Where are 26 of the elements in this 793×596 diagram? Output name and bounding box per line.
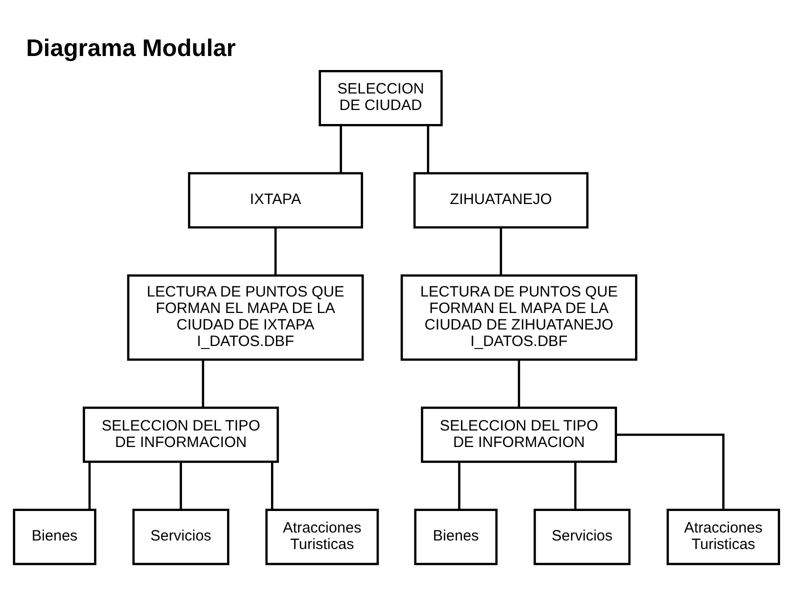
node-box: Bienes	[414, 508, 498, 566]
diagram-title: Diagrama Modular	[26, 34, 236, 62]
node-box: IXTAPA	[188, 172, 364, 228]
node-box: SELECCION DEL TIPO DE INFORMACION	[420, 406, 618, 463]
connector	[202, 360, 204, 408]
node-box: Servicios	[534, 508, 631, 566]
connector	[574, 462, 576, 510]
connector	[426, 126, 430, 173]
connector	[274, 228, 277, 276]
connector	[616, 434, 724, 510]
connector	[340, 126, 342, 173]
connector	[518, 360, 520, 408]
node-box: Atracciones Turisticas	[265, 508, 379, 566]
node-box: SELECCION DE CIUDAD	[318, 70, 443, 126]
connector	[500, 228, 502, 276]
node-box: Bienes	[12, 508, 96, 566]
connector	[271, 462, 274, 510]
connector	[180, 462, 182, 510]
node-box: Servicios	[132, 508, 230, 566]
connector	[458, 462, 460, 510]
node-box: LECTURA DE PUNTOS QUE FORMAN EL MAPA DE LA CIUDAD DE ZIHUATANEJO I_DATOS.DBF	[400, 274, 638, 361]
node-box: ZIHUATANEJO	[413, 172, 588, 228]
connector	[88, 462, 91, 510]
node-box: Atracciones Turisticas	[666, 508, 780, 566]
node-box: SELECCION DEL TIPO DE INFORMACION	[82, 406, 279, 463]
node-box: LECTURA DE PUNTOS QUE FORMAN EL MAPA DE LA CIUDAD DE IXTAPA I_DATOS.DBF	[127, 274, 364, 361]
